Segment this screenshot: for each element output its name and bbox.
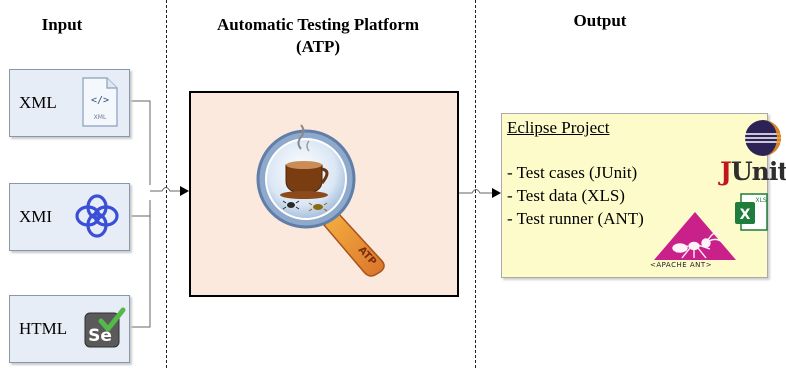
heading-output: Output bbox=[573, 11, 627, 30]
junit-logo: JUnit bbox=[720, 159, 786, 185]
divider-left bbox=[166, 0, 167, 368]
connector-html bbox=[128, 200, 151, 328]
apache-ant-caption: <APACHE ANT> bbox=[650, 261, 713, 269]
input-box-html: HTML Se bbox=[9, 295, 130, 363]
apache-ant-icon bbox=[654, 212, 736, 260]
junit-logo-j: J bbox=[720, 157, 732, 186]
heading-atp-line2: (ATP) bbox=[295, 37, 341, 56]
output-item-test-runner: - Test runner (ANT) bbox=[507, 209, 644, 228]
atp-box: ATP bbox=[189, 91, 459, 297]
xml-file-icon: </> XML bbox=[82, 77, 118, 127]
selenium-icon: Se bbox=[84, 307, 126, 348]
input-box-xmi: XMI bbox=[9, 183, 130, 251]
connector-xml bbox=[128, 100, 151, 185]
input-box-xml: XML </> XML bbox=[9, 69, 130, 137]
output-item-test-data: - Test data (XLS) bbox=[507, 186, 625, 205]
excel-icon: X XLS bbox=[735, 193, 768, 231]
connector-input-bus bbox=[150, 187, 180, 192]
heading-atp-line1: Automatic Testing Platform bbox=[216, 15, 420, 34]
xmi-logo-icon bbox=[75, 194, 119, 238]
svg-text:X: X bbox=[740, 207, 751, 223]
arrow-head-atp bbox=[180, 186, 189, 196]
eclipse-icon bbox=[745, 120, 781, 156]
xml-icon-text: XML bbox=[94, 114, 107, 121]
output-box: Eclipse Project - Test cases (JUnit) - T… bbox=[501, 113, 786, 278]
heading-input: Input bbox=[41, 15, 83, 34]
heading-atp: Automatic Testing Platform (ATP) bbox=[188, 14, 448, 58]
input-label-html: HTML bbox=[19, 319, 68, 338]
input-label-xml: XML bbox=[19, 93, 57, 112]
eclipse-project-title: Eclipse Project bbox=[507, 118, 610, 137]
input-label-xmi: XMI bbox=[19, 207, 53, 226]
junit-logo-unit: Unit bbox=[730, 157, 786, 186]
connector-atp-output bbox=[455, 189, 492, 194]
output-item-test-cases: - Test cases (JUnit) bbox=[507, 163, 638, 182]
divider-right bbox=[475, 0, 476, 368]
excel-icon-text: XLS bbox=[755, 197, 766, 204]
svg-text:</>: </> bbox=[91, 95, 109, 106]
arrow-head-output bbox=[492, 188, 501, 198]
magnifier-coffee-icon: ATP bbox=[256, 124, 385, 277]
selenium-icon-text: Se bbox=[88, 326, 112, 346]
